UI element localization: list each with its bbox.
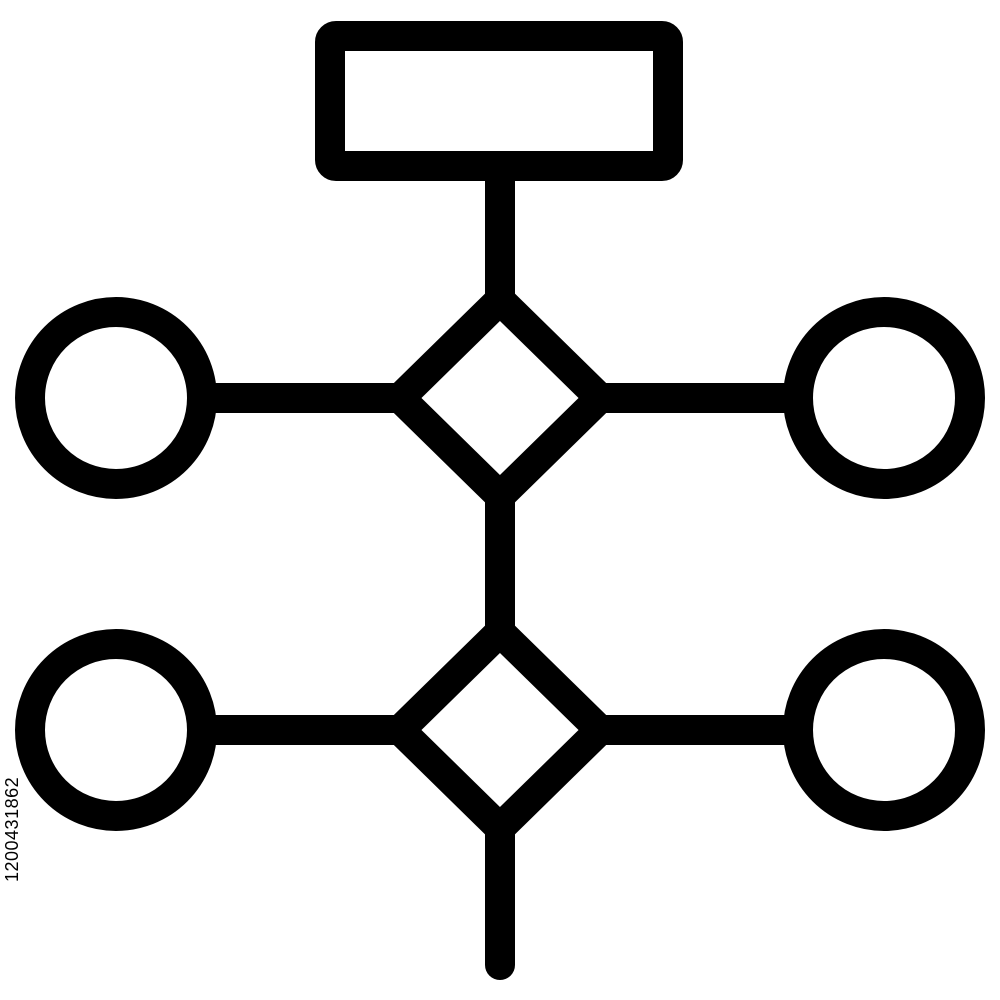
watermark-id-text: 1200431862 (2, 776, 22, 882)
terminal-circle-right-1 (783, 297, 985, 499)
decision-diamond-2 (385, 617, 615, 843)
process-box (315, 21, 683, 181)
terminal-circle-right-2 (783, 629, 985, 831)
terminal-circle-left-2 (15, 629, 217, 831)
terminal-circle-left-1 (15, 297, 217, 499)
decision-diamond-1 (385, 285, 615, 511)
